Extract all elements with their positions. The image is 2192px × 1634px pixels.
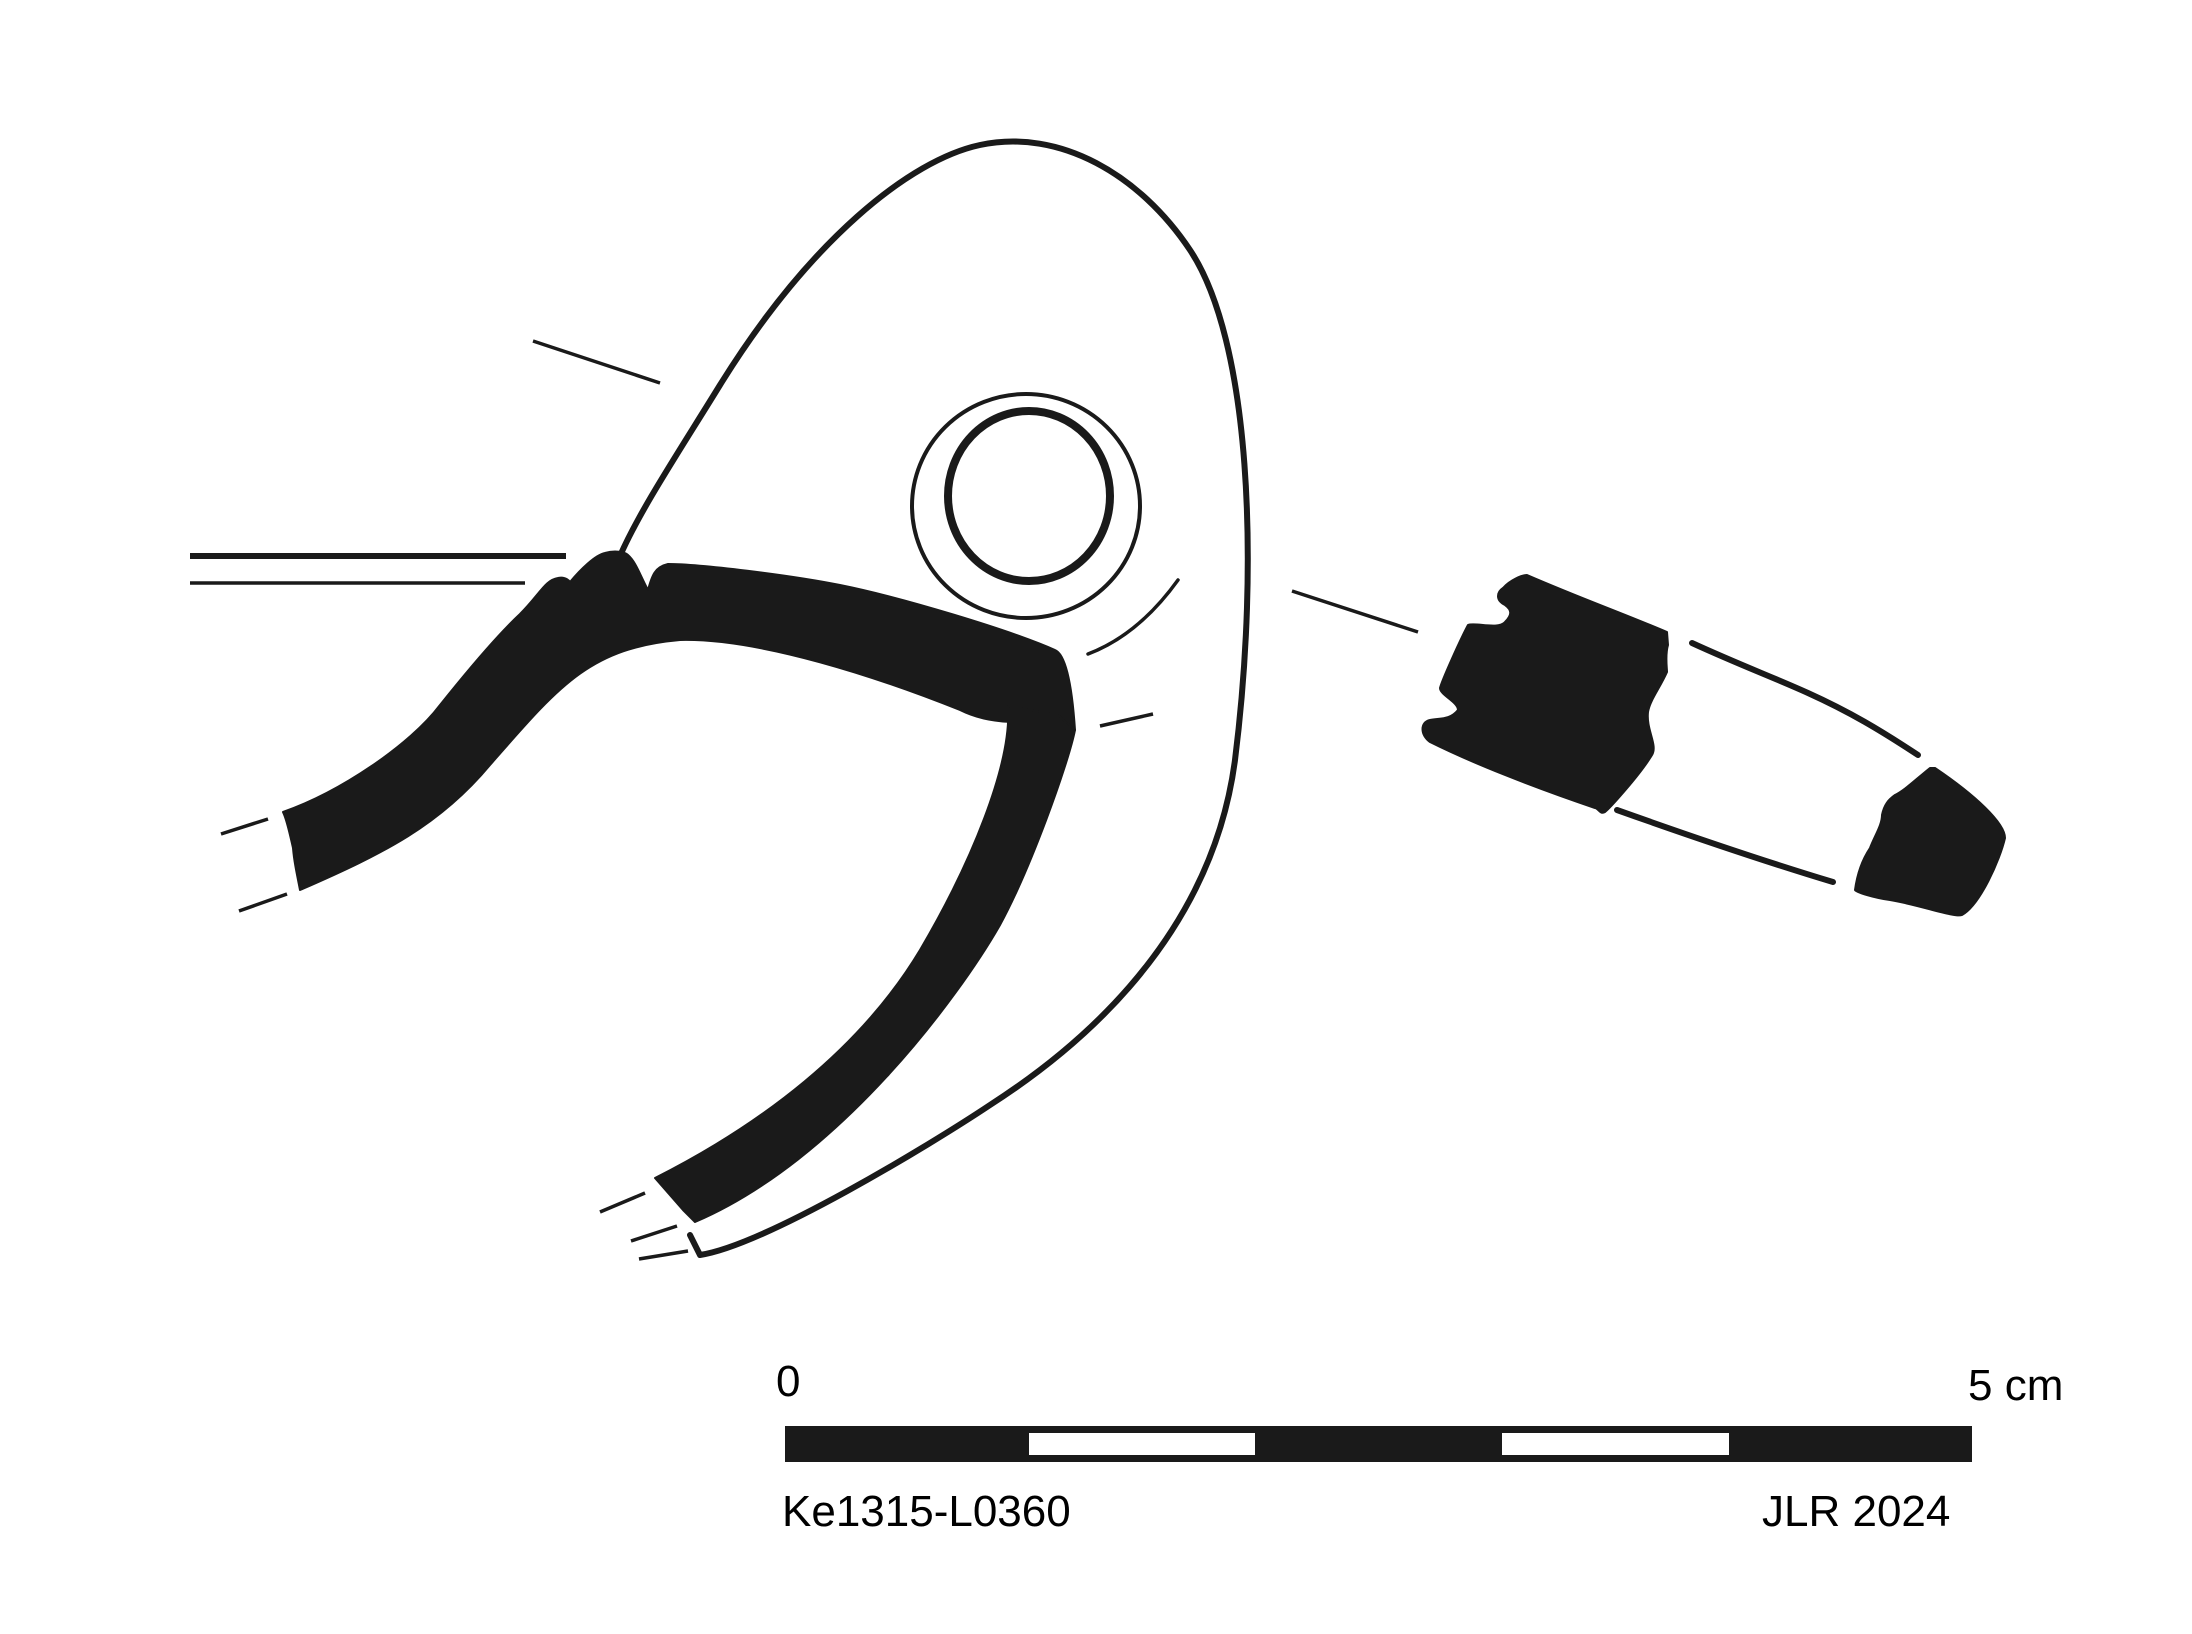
break-tick-bottom-1	[599, 1191, 646, 1214]
side-section-block-1	[1421, 574, 1669, 814]
scale-bar-frame	[785, 1426, 1972, 1462]
illustrator-credit: JLR 2024	[1762, 1487, 1951, 1536]
section-right-arm	[654, 705, 1076, 1223]
break-tick-left-1	[220, 817, 269, 836]
scale-end-label: 5 cm	[1968, 1361, 2064, 1410]
object-outline	[617, 138, 1251, 1258]
scale-bar-segment-4	[1502, 1433, 1729, 1455]
catalog-number: Ke1315-L0360	[782, 1487, 1071, 1536]
side-section-block-2	[1854, 767, 2006, 917]
section-top-arm	[282, 550, 1076, 891]
scale-start-label: 0	[776, 1357, 801, 1406]
scale-bar-segment-2	[1029, 1433, 1255, 1455]
leader-line-side	[1291, 589, 1419, 634]
side-view	[1291, 574, 2006, 917]
leader-line-right	[1099, 712, 1154, 728]
leader-line-upper-left	[532, 339, 661, 385]
perforation-arc	[1086, 578, 1180, 656]
scale-bar	[785, 1426, 1972, 1462]
break-tick-bottom-2	[630, 1224, 678, 1243]
front-view	[190, 138, 1251, 1261]
perforation-outer-ring	[910, 392, 1142, 620]
break-tick-bottom-3	[638, 1249, 689, 1261]
break-tick-left-2	[238, 892, 288, 913]
side-outline-lower	[1614, 807, 1836, 885]
perforation-hole	[944, 407, 1114, 585]
side-outline-upper	[1689, 640, 1921, 758]
